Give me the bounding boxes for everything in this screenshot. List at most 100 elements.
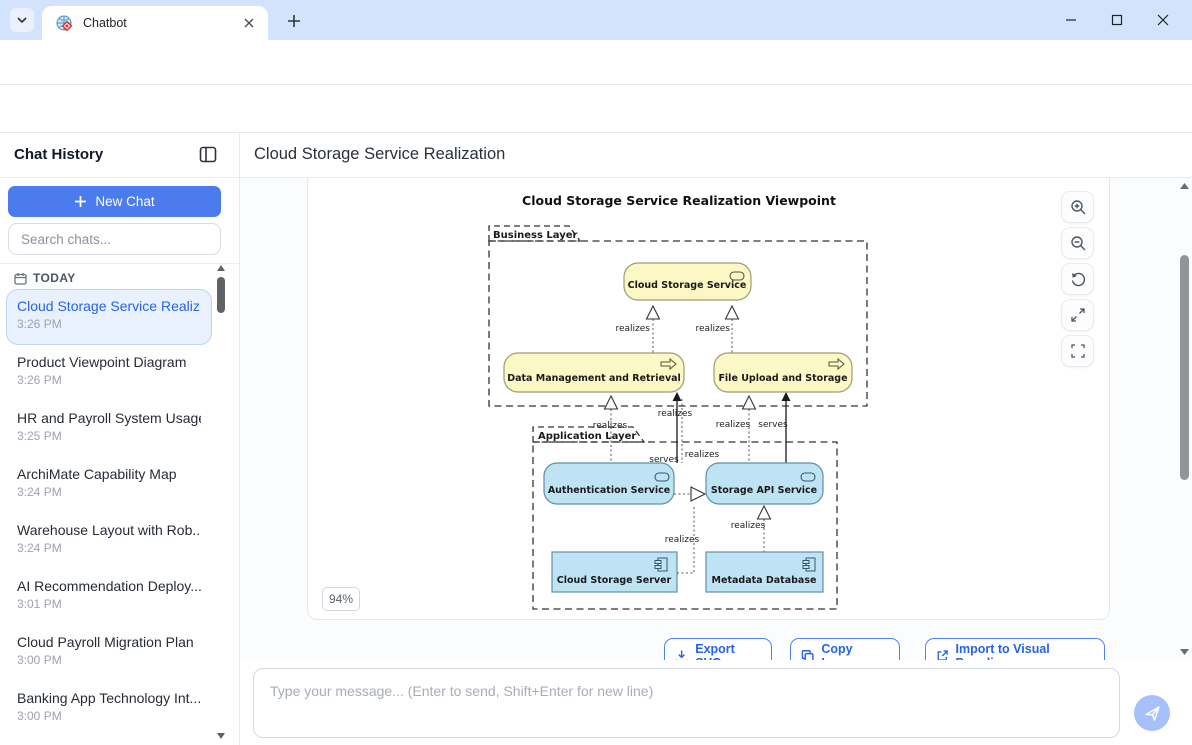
chat-message-area: Cloud Storage Service Realization Viewpo…	[240, 178, 1192, 660]
chat-title: Cloud Storage Service Realiz...	[17, 298, 201, 314]
chat-time: 3:01 PM	[17, 597, 62, 611]
chat-time: 3:25 PM	[17, 429, 62, 443]
tab-close-icon[interactable]	[240, 14, 258, 32]
chat-list-item[interactable]: ArchiMate Capability Map 3:24 PM	[6, 457, 212, 513]
tab-title: Chatbot	[83, 16, 127, 30]
diagram-title: Cloud Storage Service Realization Viewpo…	[522, 193, 836, 208]
realization-arrowheads	[603, 304, 772, 520]
chat-title: Product Viewpoint Diagram	[17, 354, 187, 370]
scrollbar-thumb[interactable]	[217, 277, 225, 313]
new-chat-button[interactable]: New Chat	[8, 186, 221, 217]
sidebar-header: Chat History	[0, 133, 239, 178]
app-header: Chatbot Powered by Visual Paradigm More …	[0, 85, 1192, 212]
archimate-diagram[interactable]: Cloud Storage Service Realization Viewpo…	[485, 187, 873, 614]
node-label: Metadata Database	[712, 575, 817, 586]
edge-label: realizes	[716, 420, 751, 430]
new-tab-button[interactable]	[282, 9, 306, 33]
today-label: TODAY	[33, 271, 76, 285]
chat-list-item[interactable]: Banking App Technology Int... 3:00 PM	[6, 681, 212, 737]
collapse-sidebar-icon[interactable]	[199, 146, 217, 163]
scrollbar-thumb[interactable]	[1180, 255, 1189, 480]
fit-to-screen-button[interactable]	[1061, 299, 1094, 331]
browser-tab[interactable]: Chatbot	[42, 6, 268, 40]
edge-label: realizes	[695, 324, 730, 334]
edge-label: realizes	[665, 535, 700, 545]
node-label: Cloud Storage Server	[557, 575, 672, 586]
search-chats-input[interactable]	[8, 223, 221, 255]
chat-list-item[interactable]: HR and Payroll System Usage 3:25 PM	[6, 401, 212, 457]
chat-time: 3:26 PM	[17, 373, 62, 387]
browser-titlebar: Chatbot	[0, 0, 1192, 40]
zoom-in-button[interactable]	[1061, 191, 1094, 223]
process-icon	[660, 357, 677, 371]
edge-label: serves	[758, 420, 788, 430]
edge-label: realizes	[731, 521, 766, 531]
node-cloud-storage-server[interactable]: Cloud Storage Server	[551, 551, 678, 593]
node-metadata-database[interactable]: Metadata Database	[705, 551, 824, 593]
node-label: File Upload and Storage	[718, 373, 847, 384]
node-storage-api-service[interactable]: Storage API Service	[705, 462, 824, 505]
message-input[interactable]	[253, 668, 1120, 738]
minimize-button[interactable]	[1048, 0, 1094, 40]
node-label: Storage API Service	[711, 485, 817, 496]
main-content: Cloud Storage Service Realization Cloud …	[240, 133, 1192, 745]
application-layer-label: Application Layer	[538, 431, 636, 442]
chat-list: Cloud Storage Service Realiz... 3:26 PM …	[0, 289, 216, 737]
node-authentication-service[interactable]: Authentication Service	[543, 462, 675, 505]
chat-time: 3:00 PM	[17, 709, 62, 723]
sidebar-scrollbar[interactable]	[216, 264, 226, 740]
process-icon	[828, 357, 845, 371]
node-label: Data Management and Retrieval	[507, 373, 681, 384]
message-input-bar	[240, 660, 1192, 745]
window-controls	[1048, 0, 1186, 40]
scroll-down-icon[interactable]	[1179, 648, 1190, 656]
node-data-management-and-retrieval[interactable]: Data Management and Retrieval	[503, 352, 685, 393]
fullscreen-corners-icon	[1070, 344, 1085, 358]
node-cloud-storage-service[interactable]: Cloud Storage Service	[623, 262, 752, 301]
scroll-up-icon[interactable]	[1179, 182, 1190, 190]
chat-list-item[interactable]: Cloud Storage Service Realiz... 3:26 PM	[6, 289, 212, 345]
serving-arrowheads	[672, 392, 791, 401]
reset-view-button[interactable]	[1061, 263, 1094, 295]
maximize-button[interactable]	[1094, 0, 1140, 40]
close-button[interactable]	[1140, 0, 1186, 40]
conversation-header: Cloud Storage Service Realization	[240, 133, 1192, 178]
edge-label: realizes	[615, 324, 650, 334]
zoom-level-badge: 94%	[322, 587, 360, 611]
node-file-upload-and-storage[interactable]: File Upload and Storage	[713, 352, 853, 393]
chat-title: Warehouse Layout with Rob...	[17, 522, 201, 538]
scroll-up-icon[interactable]	[216, 264, 226, 272]
plus-icon	[75, 196, 87, 207]
zoom-out-icon	[1070, 236, 1085, 251]
node-label: Authentication Service	[548, 485, 670, 496]
business-layer-group	[488, 240, 868, 407]
send-plane-icon	[1144, 705, 1160, 721]
edge-label: realizes	[685, 450, 720, 460]
service-icon	[654, 472, 670, 482]
chat-title: AI Recommendation Deploy...	[17, 578, 201, 594]
scroll-down-icon[interactable]	[216, 732, 226, 740]
fullscreen-button[interactable]	[1061, 335, 1094, 367]
zoom-out-button[interactable]	[1061, 227, 1094, 259]
tab-search-button[interactable]	[10, 8, 34, 32]
chat-list-item[interactable]: Product Viewpoint Diagram 3:26 PM	[6, 345, 212, 401]
send-button[interactable]	[1134, 695, 1170, 731]
chat-title: Banking App Technology Int...	[17, 690, 201, 706]
diagram-message-card: Cloud Storage Service Realization Viewpo…	[307, 178, 1110, 620]
chat-title: HR and Payroll System Usage	[17, 410, 201, 426]
edge-label: realizes	[593, 421, 628, 431]
business-layer-label: Business Layer	[493, 230, 578, 241]
chat-list-item[interactable]: AI Recommendation Deploy... 3:01 PM	[6, 569, 212, 625]
edge-label: realizes	[658, 409, 693, 419]
chat-list-item[interactable]: Cloud Payroll Migration Plan 3:00 PM	[6, 625, 212, 681]
component-icon	[802, 557, 816, 572]
zoom-in-icon	[1070, 200, 1085, 215]
browser-toolbar: ai-toolbox.visual-paradigm.com/app/chatb…	[0, 40, 1192, 119]
chat-time: 3:00 PM	[17, 653, 62, 667]
sidebar-divider	[0, 263, 239, 264]
node-label: Cloud Storage Service	[628, 280, 747, 291]
application-layer-group	[532, 441, 838, 610]
chat-list-item[interactable]: Warehouse Layout with Rob... 3:24 PM	[6, 513, 212, 569]
page-scrollbar[interactable]	[1179, 178, 1191, 660]
chat-time: 3:24 PM	[17, 485, 62, 499]
